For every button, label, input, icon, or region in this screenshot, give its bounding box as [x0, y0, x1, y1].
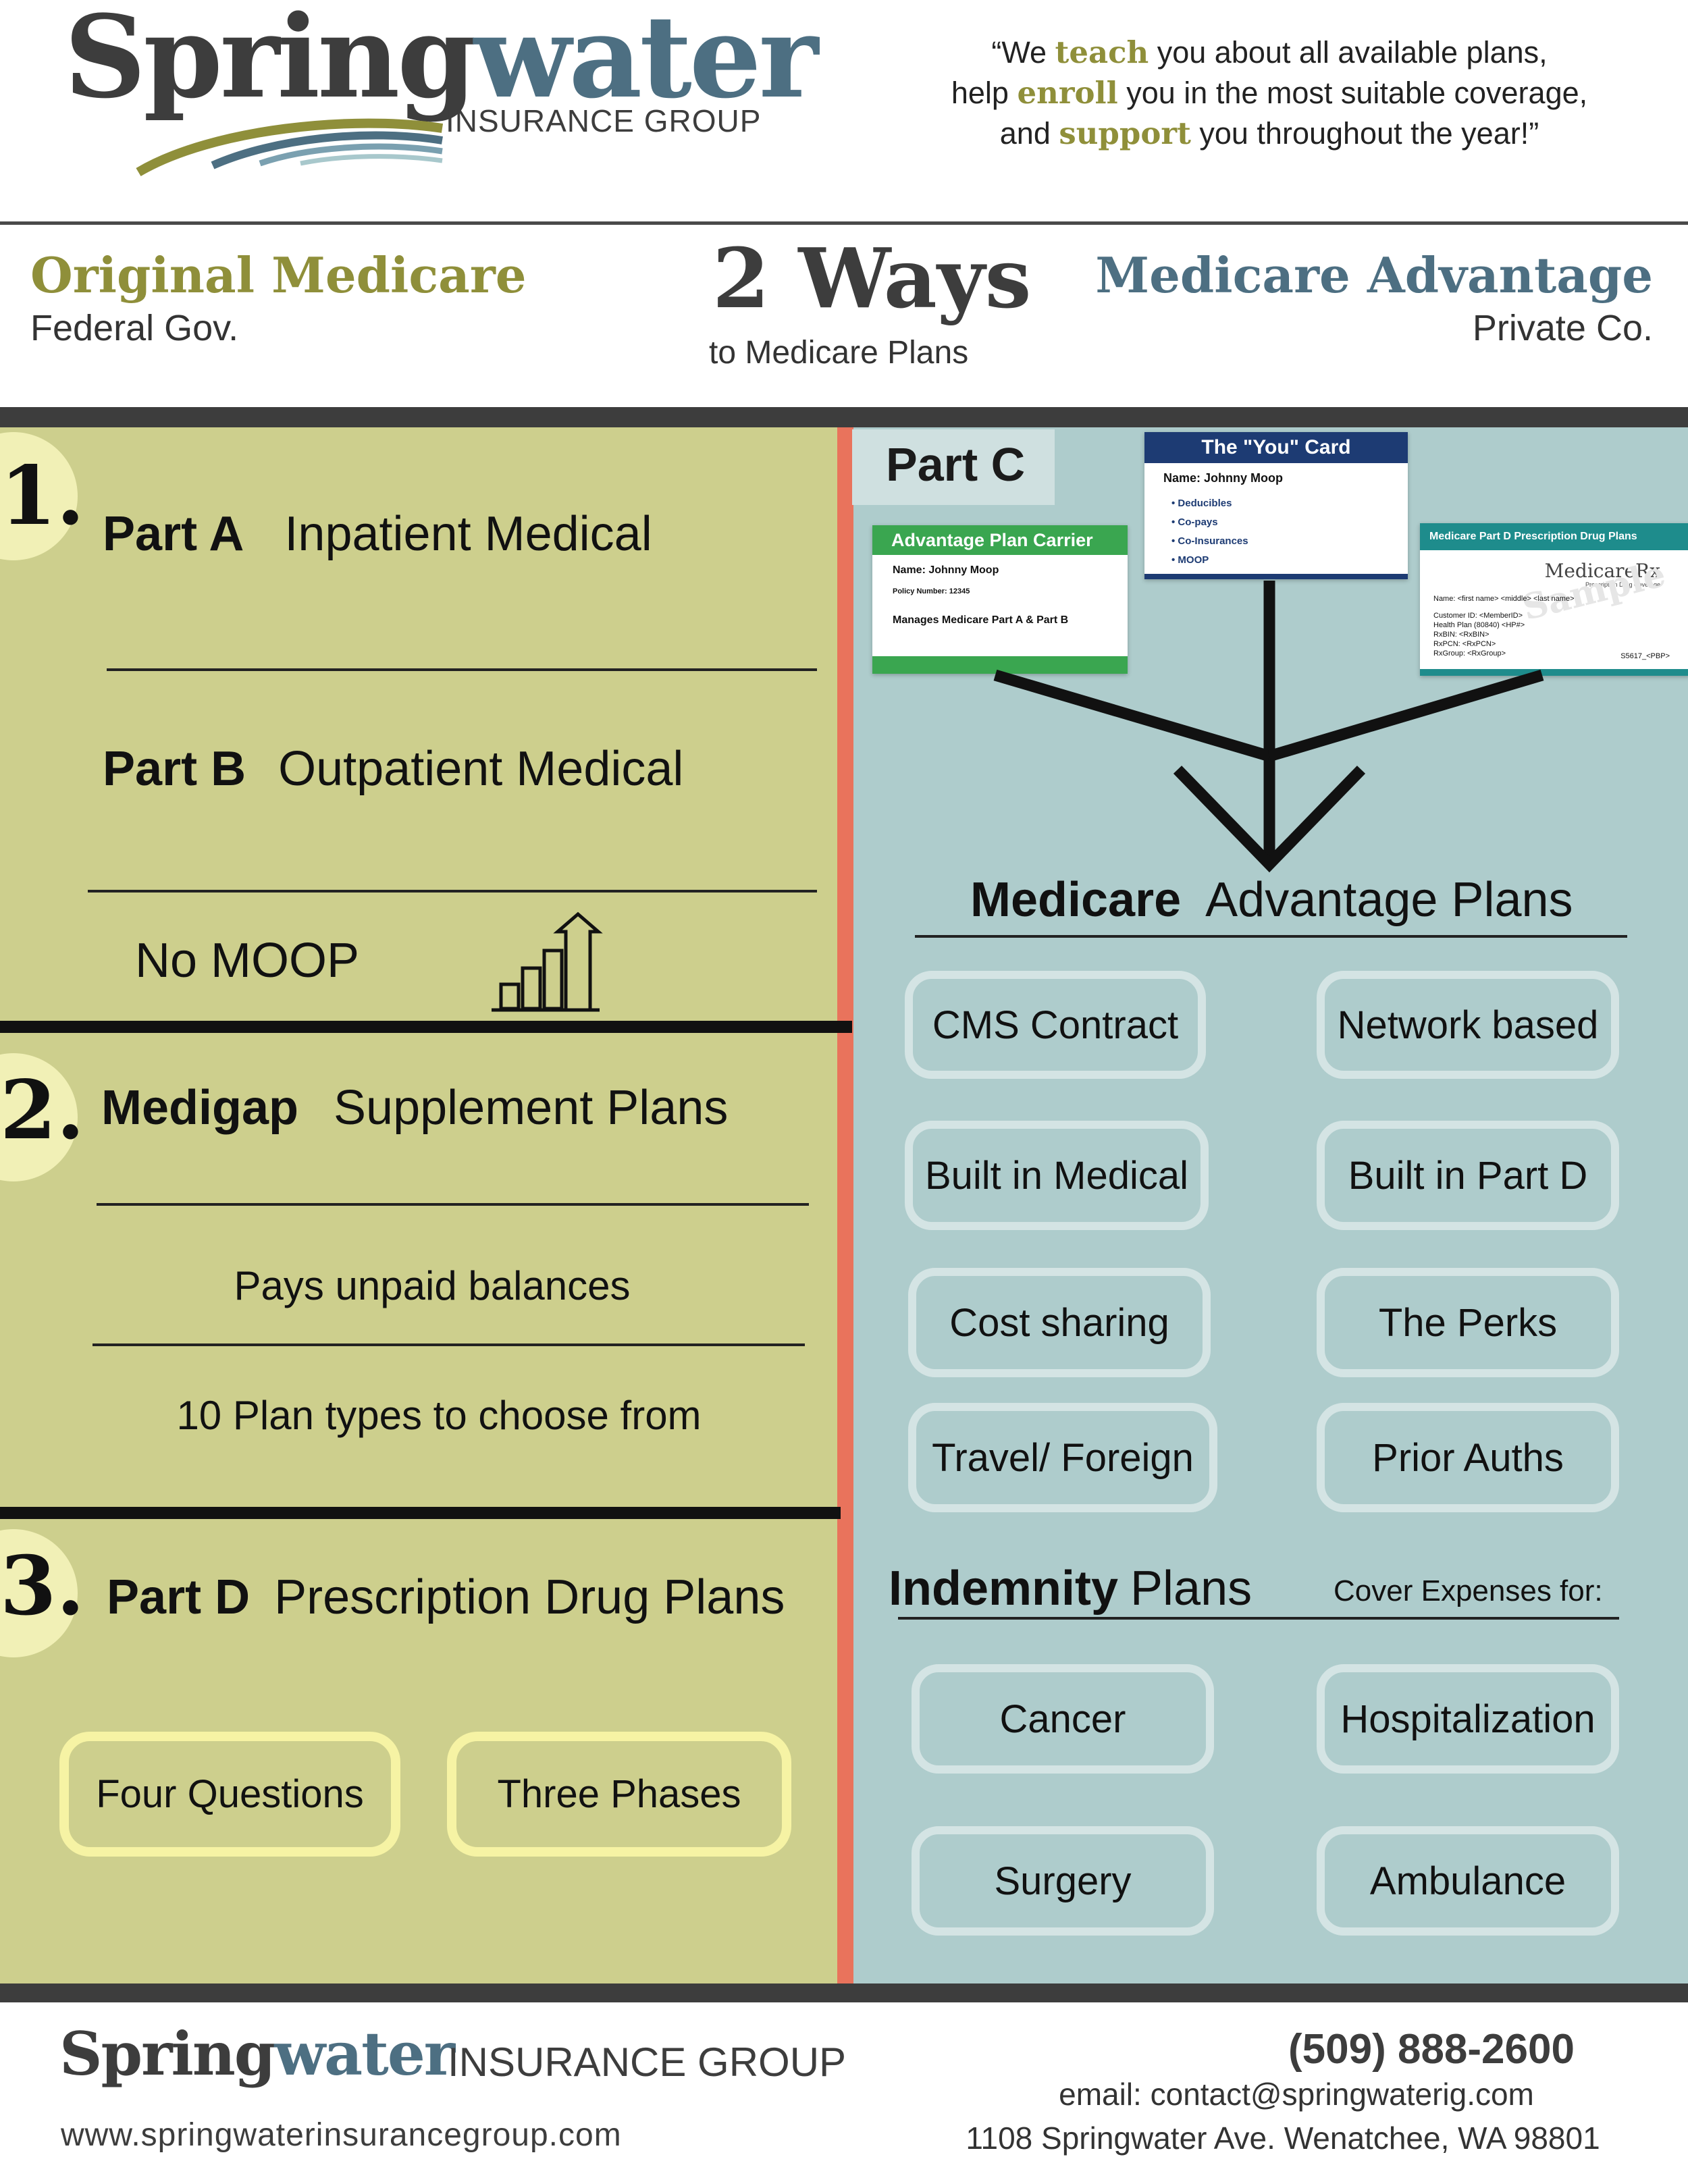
carrier-card-policy: Policy Number: 12345	[893, 587, 970, 595]
part-c-label-box	[852, 429, 1055, 505]
cancer-button[interactable]: Cancer	[912, 1664, 1214, 1774]
separator-line	[898, 1617, 1619, 1620]
ambulance-button[interactable]: Ambulance	[1317, 1826, 1619, 1936]
part-b-label: Part B	[103, 742, 246, 796]
separator-line	[915, 935, 1627, 938]
address: 1108 Springwater Ave. Wenatchee, WA 9880…	[966, 2121, 1600, 2156]
logo-swoosh	[136, 118, 444, 177]
original-medicare-title: Original Medicare	[30, 246, 527, 304]
you-card-name: Name: Johnny Moop	[1163, 471, 1284, 485]
part-d-label: Part D	[107, 1570, 250, 1624]
footer-logo-subtitle: INSURANCE GROUP	[448, 2040, 847, 2085]
original-medicare-subtitle: Federal Gov.	[30, 308, 239, 348]
part-c-label: Part C	[886, 438, 1026, 491]
carrier-card-name: Name: Johnny Moop	[893, 564, 999, 576]
section-divider	[0, 1021, 852, 1033]
travel-foreign-button[interactable]: Travel/ Foreign	[908, 1403, 1217, 1512]
top-band	[0, 407, 1688, 427]
surgery-button[interactable]: Surgery	[912, 1826, 1214, 1936]
page-subtitle: to Medicare Plans	[709, 335, 969, 371]
carrier-card-manages: Manages Medicare Part A & Part B	[893, 614, 1069, 626]
network-based-button[interactable]: Network based	[1317, 971, 1619, 1079]
footer-logo: Springwater	[59, 2019, 455, 2089]
phone-number[interactable]: (509) 888-2600	[1288, 2026, 1575, 2073]
part-d-row: Part D Prescription Drug Plans	[107, 1570, 785, 1625]
panel-divider	[837, 427, 853, 1983]
logo-wordmark: Springwater	[64, 0, 818, 124]
hospitalization-button[interactable]: Hospitalization	[1317, 1664, 1619, 1774]
section-3-number: 3.	[0, 1539, 85, 1634]
no-moop-label: No MOOP	[135, 934, 360, 988]
logo-subtitle: INSURANCE GROUP	[446, 103, 762, 138]
drug-card-name: Name: <first name> <middle> <last name>	[1433, 595, 1575, 603]
medigap-row: Medigap Supplement Plans	[101, 1080, 728, 1136]
header-divider	[0, 221, 1688, 225]
growth-chart-icon	[492, 911, 603, 1012]
you-card: The "You" Card Name: Johnny Moop • Deduc…	[1144, 432, 1408, 579]
email-link[interactable]: email: contact@springwaterig.com	[1059, 2077, 1534, 2112]
tagline: “We teach you about all available plans,…	[951, 34, 1588, 151]
built-in-medical-button[interactable]: Built in Medical	[905, 1121, 1209, 1230]
separator-line	[97, 1203, 809, 1206]
part-d-desc: Prescription Drug Plans	[274, 1570, 785, 1624]
you-card-list: • Deducibles • Co-pays • Co-Insurances •…	[1171, 498, 1248, 566]
part-b-desc: Outpatient Medical	[278, 742, 684, 796]
medicare-advantage-subtitle: Private Co.	[1472, 308, 1653, 348]
drug-card-pbp: S5617_<PBP>	[1620, 652, 1670, 660]
pays-unpaid-label: Pays unpaid balances	[234, 1263, 631, 1308]
you-card-title: The "You" Card	[1144, 432, 1408, 463]
cost-sharing-button[interactable]: Cost sharing	[908, 1268, 1211, 1377]
separator-line	[88, 890, 817, 893]
merge-arrow-icon	[993, 581, 1544, 873]
the-perks-button[interactable]: The Perks	[1317, 1268, 1619, 1377]
medicarerx-logo-sub: Prescription Drug Coverage	[1585, 581, 1660, 588]
advantage-carrier-card: Advantage Plan Carrier Name: Johnny Moop…	[872, 525, 1128, 674]
three-phases-button[interactable]: Three Phases	[447, 1732, 791, 1857]
page-title: 2 Ways	[712, 230, 1032, 327]
separator-line	[93, 1343, 805, 1346]
built-in-part-d-button[interactable]: Built in Part D	[1317, 1121, 1619, 1230]
bottom-band	[0, 1983, 1688, 2002]
website-link[interactable]: www.springwaterinsurancegroup.com	[61, 2117, 622, 2153]
part-d-card-title: Medicare Part D Prescription Drug Plans	[1420, 523, 1688, 550]
cms-contract-button[interactable]: CMS Contract	[905, 971, 1206, 1079]
plan-types-label: 10 Plan types to choose from	[176, 1393, 702, 1438]
cover-expenses-label: Cover Expenses for:	[1334, 1574, 1603, 1607]
part-a-label: Part A	[103, 507, 244, 561]
prior-auths-button[interactable]: Prior Auths	[1317, 1403, 1619, 1512]
part-b-row: Part B Outpatient Medical	[103, 741, 683, 797]
part-d-card: Medicare Part D Prescription Drug Plans …	[1420, 523, 1688, 676]
medigap-label: Medigap	[101, 1081, 299, 1135]
carrier-card-title: Advantage Plan Carrier	[872, 525, 1128, 555]
drug-card-ids: Customer ID: <MemberID> Health Plan (808…	[1433, 612, 1525, 658]
medicare-advantage-title: Medicare Advantage	[1095, 246, 1653, 304]
four-questions-button[interactable]: Four Questions	[59, 1732, 400, 1857]
separator-line	[107, 668, 817, 671]
section-divider	[0, 1507, 841, 1519]
section-1-number: 1.	[0, 448, 85, 543]
part-a-desc: Inpatient Medical	[284, 507, 652, 561]
part-a-row: Part A Inpatient Medical	[103, 506, 652, 562]
medicarerx-logo: MedicareRx	[1544, 560, 1660, 582]
section-2-number: 2.	[0, 1063, 85, 1158]
medigap-desc: Supplement Plans	[334, 1081, 729, 1135]
